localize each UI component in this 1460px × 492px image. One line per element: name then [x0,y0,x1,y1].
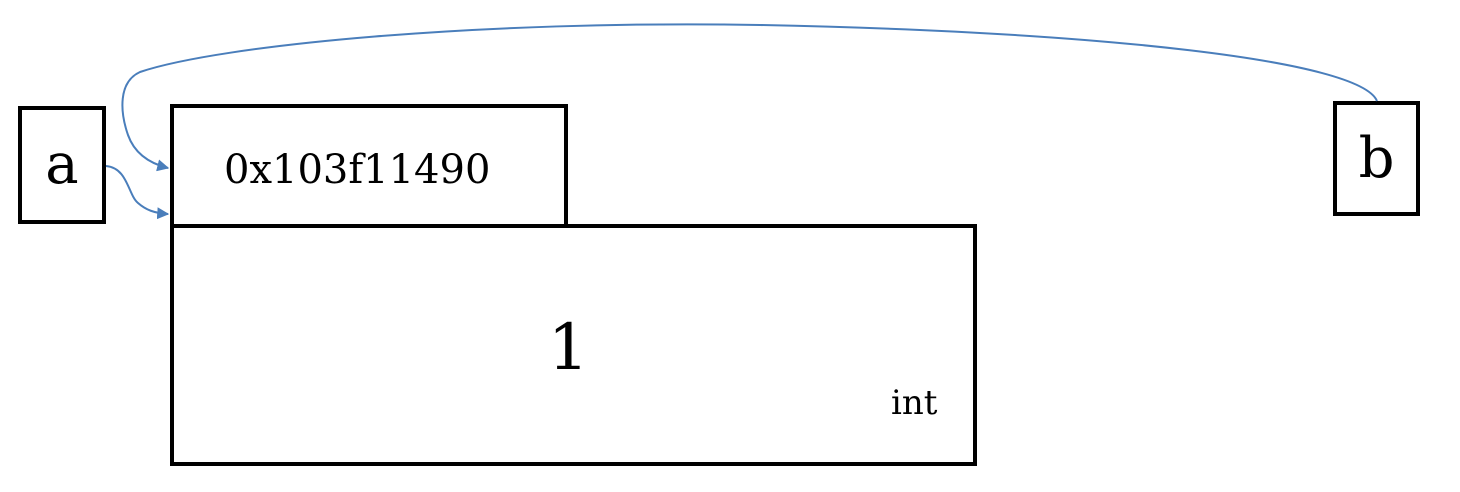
object-address-tab: 0x103f11490 [170,104,568,230]
variable-b-label: b [1358,125,1395,191]
arrow-a-to-object [105,165,170,220]
variable-a-label: a [45,132,79,197]
variable-b-box: b [1333,101,1420,216]
object-type: int [891,383,938,423]
variable-a-box: a [18,106,106,224]
object-address: 0x103f11490 [224,147,491,193]
object-value: 1 [548,311,589,385]
object-body: 1 int [170,224,977,466]
